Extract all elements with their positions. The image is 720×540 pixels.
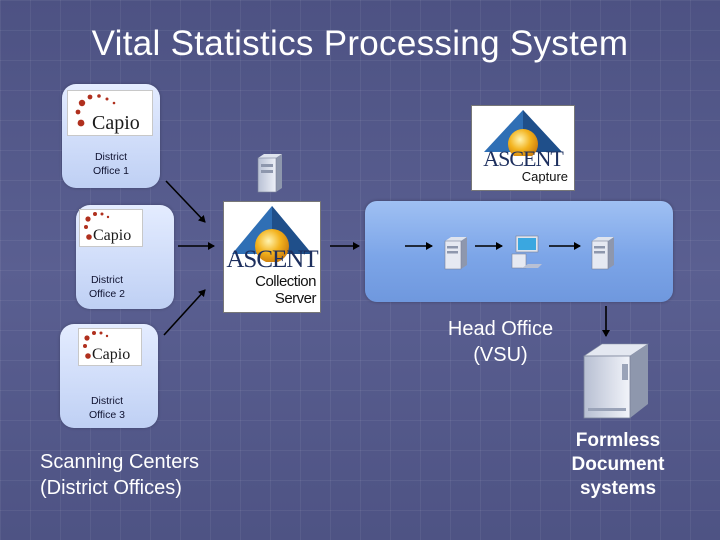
capio-logo-text: Capio <box>92 112 140 134</box>
head-office-label: Head Office (VSU) <box>447 318 554 366</box>
server-icon <box>444 237 467 270</box>
server-text: Server <box>274 290 317 307</box>
server-icon <box>591 237 614 270</box>
capio-logo: Capio <box>79 209 143 247</box>
ascent-pyramid-icon <box>232 206 312 262</box>
district-office-1-card: Capio District Office 1 <box>62 84 160 188</box>
scanning-centers-label: Scanning Centers (District Offices) <box>40 451 199 499</box>
capio-logo: Capio <box>78 328 142 366</box>
ascent-capture-logo: ASCENT Capture <box>471 105 575 191</box>
page-title: Vital Statistics Processing System <box>91 24 629 63</box>
ascent-brand-text: ASCENT <box>226 246 318 273</box>
capio-dots-icon <box>83 331 109 359</box>
arrow-office1-to-server <box>165 180 206 223</box>
district-office-2-card: Capio District Office 2 <box>76 205 174 309</box>
formless-server-icon <box>583 343 649 419</box>
formless-document-label: Formless Document systems <box>571 430 665 499</box>
capio-logo: Capio <box>67 90 153 136</box>
capio-logo-text: Capio <box>92 346 131 363</box>
capio-logo-text: Capio <box>93 227 132 244</box>
ascent-collection-server-logo: ASCENT Collection Server <box>223 201 321 313</box>
capture-text: Capture <box>521 169 568 184</box>
ascent-pyramid-icon <box>484 110 562 156</box>
arrow-office3-to-server <box>163 289 206 336</box>
server-icon <box>257 154 282 193</box>
district-office-3-card: Capio District Office 3 <box>60 324 158 428</box>
collection-text: Collection <box>255 273 316 290</box>
capio-dots-icon <box>75 94 116 127</box>
district-office-3-label: District Office 3 <box>89 395 125 421</box>
district-office-1-label: District Office 1 <box>93 151 129 177</box>
capio-dots-icon <box>84 212 110 240</box>
workstation-icon <box>511 235 542 269</box>
district-office-2-label: District Office 2 <box>89 274 125 300</box>
ascent-brand-text: ASCENT <box>483 146 564 171</box>
